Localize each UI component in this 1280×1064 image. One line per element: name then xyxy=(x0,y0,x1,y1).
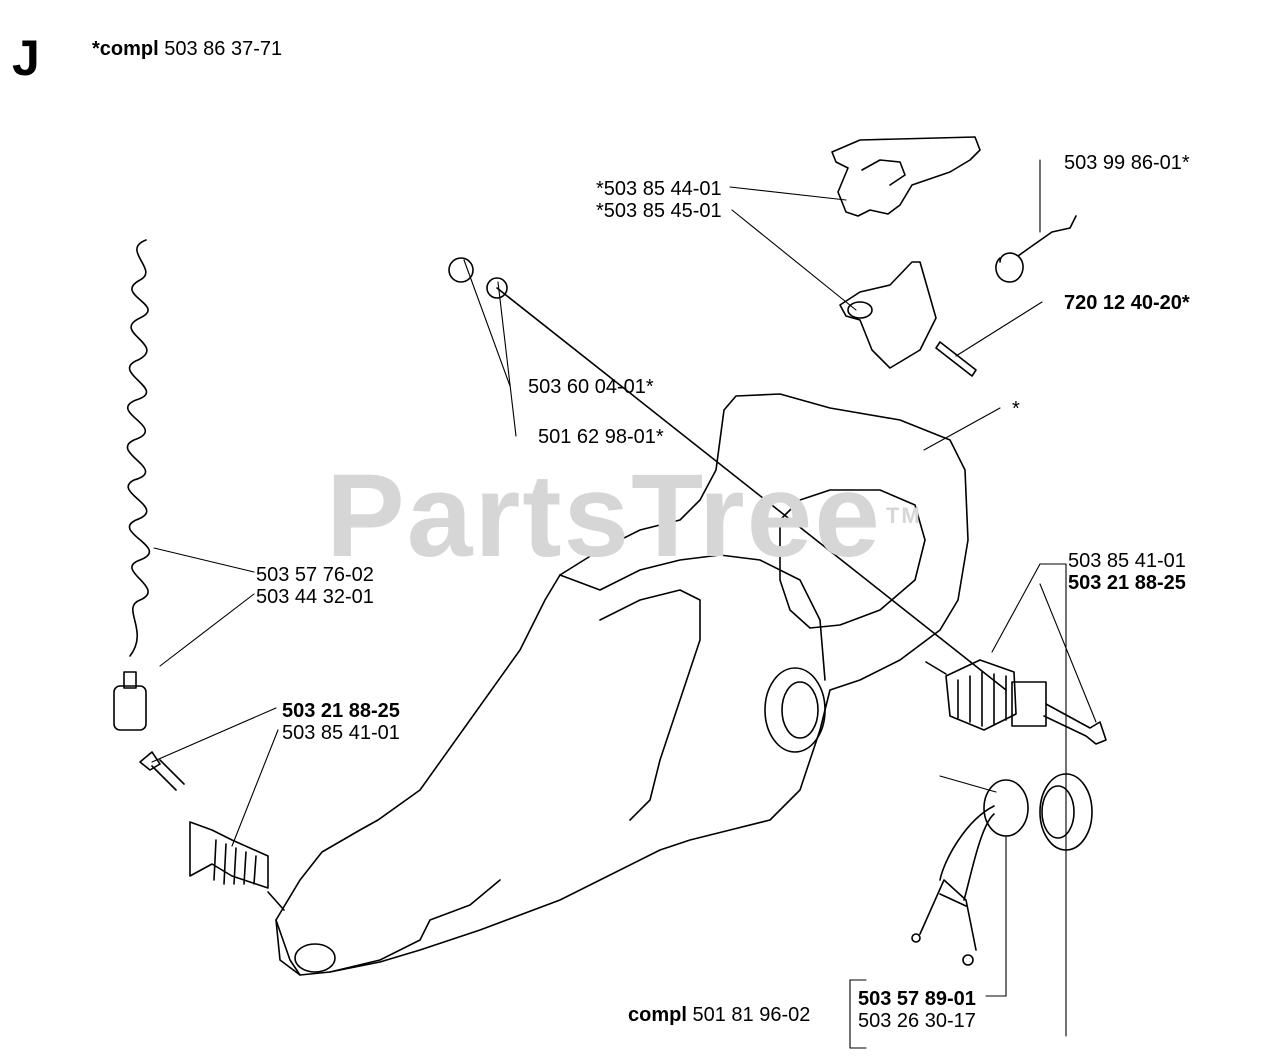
part-label-p14[interactable]: 503 57 89-01 xyxy=(858,988,976,1010)
part-label-p5[interactable]: 503 60 04-01* xyxy=(528,376,654,398)
throttle-lockout xyxy=(839,261,937,369)
part-label-p9[interactable]: 503 44 32-01 xyxy=(256,586,374,608)
part-label-p8[interactable]: 503 57 76-02 xyxy=(256,564,374,586)
spring-small xyxy=(995,215,1077,283)
left-spring-rod xyxy=(267,891,285,911)
section-letter: J xyxy=(12,30,40,86)
part-label-p2[interactable]: *503 85 45-01 xyxy=(596,200,722,222)
strap-end-2 xyxy=(962,954,974,966)
right-screw xyxy=(1043,703,1107,745)
fuel-cap-inner xyxy=(1041,785,1075,839)
fuel-filter xyxy=(113,685,147,731)
rear-handle-housing xyxy=(275,393,969,976)
throttle-lever xyxy=(831,136,981,217)
part-label-p7[interactable]: * xyxy=(1012,398,1020,420)
strap xyxy=(919,805,995,951)
part-label-p11[interactable]: 503 21 88-25 xyxy=(1068,572,1186,594)
av-axis xyxy=(496,287,1007,691)
right-spring-coils xyxy=(957,671,1007,727)
rear-port xyxy=(294,943,336,973)
right-spring xyxy=(945,659,1017,731)
housing-groove xyxy=(599,589,701,821)
right-spring-plate xyxy=(1011,681,1047,727)
front-port-inner xyxy=(781,681,819,739)
pin xyxy=(935,341,977,377)
leader-lines xyxy=(151,159,1097,1049)
fuel-hose xyxy=(126,239,151,657)
part-label-p6[interactable]: 501 62 98-01* xyxy=(538,426,664,448)
left-screw xyxy=(139,751,185,791)
throttle-lever-detail xyxy=(861,159,906,186)
part-label-p13[interactable]: 503 85 41-01 xyxy=(282,722,400,744)
part-label-p3[interactable]: 503 99 86-01* xyxy=(1064,152,1190,174)
part-label-p10[interactable]: 503 85 41-01 xyxy=(1068,550,1186,572)
part-label-p12[interactable]: 503 21 88-25 xyxy=(282,700,400,722)
part-label-p4[interactable]: 720 12 40-20* xyxy=(1064,292,1190,314)
front-port xyxy=(764,667,826,753)
buffer-1 xyxy=(448,257,474,283)
housing-ridge xyxy=(559,554,826,681)
left-spring-coils xyxy=(213,839,257,885)
rear-base xyxy=(275,919,301,976)
part-label-p15[interactable]: 503 26 30-17 xyxy=(858,1010,976,1032)
compl-bottom-label: compl 501 81 96-02 xyxy=(628,1004,811,1026)
part-label-p1[interactable]: *503 85 44-01 xyxy=(596,178,722,200)
left-spring xyxy=(189,821,269,889)
assembly-label: *compl 503 86 37-71 xyxy=(92,38,283,60)
lockout-roller xyxy=(847,301,873,319)
buffer-2 xyxy=(486,277,508,299)
fuel-filter-neck xyxy=(123,671,137,689)
right-spring-rod xyxy=(925,661,947,675)
strap-end-1 xyxy=(911,933,921,943)
base-line xyxy=(329,879,501,973)
handle-opening xyxy=(779,489,926,629)
